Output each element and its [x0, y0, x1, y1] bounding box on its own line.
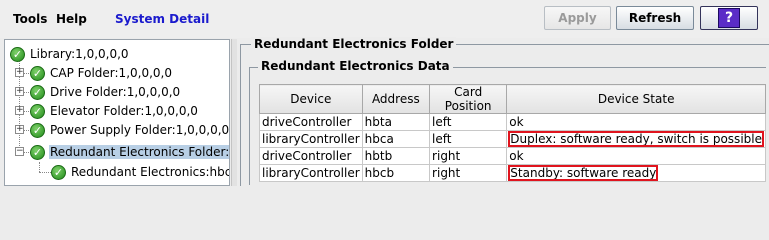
tree-connector	[19, 56, 20, 152]
check-icon: ✓	[10, 46, 25, 62]
table-row[interactable]: driveController hbtb right ok	[259, 147, 766, 165]
toolbar: Tools Help System Detail Apply Refresh ?	[0, 0, 769, 38]
column-header-address[interactable]: Address	[361, 84, 431, 114]
column-header-device[interactable]: Device	[259, 84, 363, 114]
apply-button[interactable]: Apply	[544, 6, 611, 30]
tree-item-label: Drive Folder:1,0,0,0,0	[50, 85, 181, 99]
cell-device: libraryController	[259, 130, 363, 148]
redundant-electronics-folder-panel: Redundant Electronics Folder Redundant E…	[240, 37, 769, 186]
expand-toggle[interactable]: +	[15, 105, 24, 115]
cell-card-position: right	[429, 147, 508, 165]
system-detail-link[interactable]: System Detail	[115, 12, 210, 26]
tree-item-label: Library:1,0,0,0,0	[30, 47, 129, 61]
column-header-card-position[interactable]: Card Position	[429, 84, 508, 114]
help-icon: ?	[718, 8, 740, 28]
tree-item-label: Redundant Electronics Folder:1,	[49, 145, 229, 159]
help-button[interactable]: ?	[700, 6, 758, 30]
tree-item-elevator-folder[interactable]: ✓ Elevator Folder:1,0,0,0,0	[30, 102, 199, 120]
check-icon: ✓	[51, 164, 66, 180]
cell-card-position: left	[429, 130, 508, 148]
check-icon: ✓	[30, 144, 45, 160]
check-icon: ✓	[30, 122, 45, 138]
cell-device: driveController	[259, 113, 363, 131]
column-header-device-state[interactable]: Device State	[506, 84, 766, 114]
tree-connector	[19, 130, 29, 131]
redundant-electronics-table: Device Address Card Position Device Stat…	[259, 84, 766, 182]
expand-toggle[interactable]: +	[15, 67, 24, 77]
check-icon: ✓	[30, 84, 45, 100]
menu-tools[interactable]: Tools	[13, 12, 48, 26]
cell-device: driveController	[259, 147, 363, 165]
panel-title: Redundant Electronics Folder	[251, 37, 457, 51]
cell-card-position: right	[429, 164, 508, 182]
expand-toggle[interactable]: +	[15, 124, 24, 134]
tree-item-drive-folder[interactable]: ✓ Drive Folder:1,0,0,0,0	[30, 83, 181, 101]
table-row[interactable]: driveController hbta left ok	[259, 113, 766, 131]
tree-connector	[19, 111, 29, 112]
cell-device-state: Standby: software ready	[506, 164, 766, 182]
refresh-button[interactable]: Refresh	[616, 6, 694, 30]
cell-address: hbtb	[361, 147, 431, 165]
cell-card-position: left	[429, 113, 508, 131]
cell-address: hbcb	[361, 164, 431, 182]
tree-item-cap-folder[interactable]: ✓ CAP Folder:1,0,0,0,0	[30, 64, 173, 82]
tree-connector	[19, 73, 29, 74]
group-title: Redundant Electronics Data	[258, 59, 453, 73]
redundant-electronics-data-group: Redundant Electronics Data Device Addres…	[249, 59, 766, 185]
expand-toggle[interactable]: +	[15, 86, 24, 96]
cell-device-state: ok	[506, 113, 766, 131]
pane-splitter[interactable]	[231, 39, 237, 186]
tree-item-label: Redundant Electronics:hbca	[71, 165, 230, 179]
cell-address: hbta	[361, 113, 431, 131]
library-tree: + + + + − ✓ Library:1,0,0,0,0 ✓ CAP Fold…	[4, 39, 230, 186]
cell-device-state: ok	[506, 147, 766, 165]
tree-item-label: CAP Folder:1,0,0,0,0	[50, 66, 172, 80]
cell-device-state: Duplex: software ready, switch is possib…	[506, 130, 766, 148]
table-row[interactable]: libraryController hbcb right Standby: so…	[259, 164, 766, 182]
collapse-toggle[interactable]: −	[15, 146, 24, 156]
cell-device: libraryController	[259, 164, 363, 182]
tree-item-library[interactable]: ✓ Library:1,0,0,0,0	[10, 45, 130, 63]
tree-item-redundant-electronics[interactable]: ✓ Redundant Electronics:hbca	[51, 163, 230, 181]
check-icon: ✓	[30, 65, 45, 81]
cell-address: hbca	[361, 130, 431, 148]
check-icon: ✓	[30, 103, 45, 119]
tree-item-label: Power Supply Folder:1,0,0,0,0	[50, 123, 230, 137]
tree-connector	[19, 92, 29, 93]
tree-item-power-supply-folder[interactable]: ✓ Power Supply Folder:1,0,0,0,0	[30, 121, 230, 139]
tree-item-redundant-electronics-folder[interactable]: ✓ Redundant Electronics Folder:1,	[30, 143, 229, 161]
highlighted-state: Standby: software ready	[508, 165, 659, 181]
tree-connector	[39, 162, 40, 172]
table-row[interactable]: libraryController hbca left Duplex: soft…	[259, 130, 766, 148]
highlighted-state: Duplex: software ready, switch is possib…	[508, 131, 764, 147]
tree-connector	[19, 152, 29, 153]
menu-help[interactable]: Help	[56, 12, 87, 26]
tree-connector	[39, 172, 51, 173]
tree-item-label: Elevator Folder:1,0,0,0,0	[50, 104, 198, 118]
